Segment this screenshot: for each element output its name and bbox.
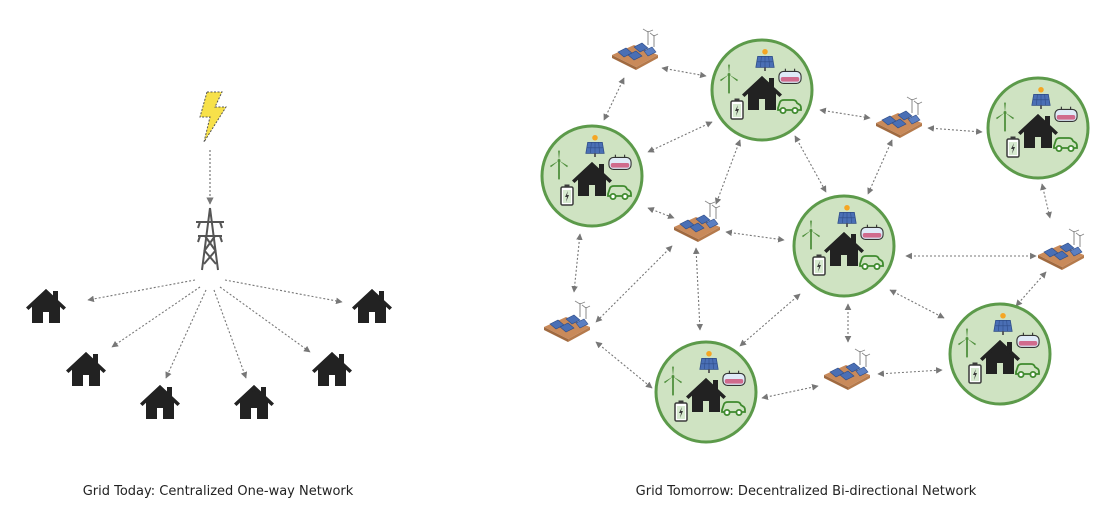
house-icon [234, 385, 274, 419]
link-arrow [661, 65, 707, 79]
link-arrow [739, 293, 801, 347]
link-arrow [927, 125, 983, 135]
link-arrow [867, 139, 893, 195]
link-arrow [877, 367, 943, 377]
solar-farm-icon [1037, 228, 1085, 270]
delivery-arrow [224, 279, 343, 305]
house-icon [352, 289, 392, 323]
link-arrow [1040, 183, 1052, 219]
link-arrow [794, 135, 827, 193]
link-arrow [647, 121, 713, 153]
house-icon [312, 352, 352, 386]
delivery-arrow [219, 286, 311, 353]
delivery-arrow [87, 279, 196, 303]
link-arrow [819, 107, 871, 121]
prosumer-hub [988, 78, 1088, 178]
solar-farm-icon [673, 200, 721, 242]
caption-grid-tomorrow: Grid Tomorrow: Decentralized Bi-directio… [635, 484, 977, 499]
link-arrow [761, 384, 819, 400]
house-icon [140, 385, 180, 419]
link-arrow [725, 229, 785, 243]
prosumer-hub [950, 304, 1050, 404]
link-arrow [571, 233, 583, 293]
house-icon [26, 289, 66, 323]
solar-farm-icon [875, 96, 923, 138]
transmission-tower-icon [196, 207, 224, 271]
link-arrow [595, 341, 653, 389]
link-arrow [692, 247, 704, 331]
link-arrow [595, 245, 673, 323]
delivery-arrow [111, 286, 201, 348]
link-arrow [714, 139, 742, 205]
link-arrow [603, 77, 625, 121]
link-arrow [1015, 271, 1047, 307]
link-arrow [647, 207, 675, 219]
prosumer-hub [712, 40, 812, 140]
solar-farm-icon [611, 28, 659, 70]
prosumer-hub [542, 126, 642, 226]
solar-farm-icon [823, 348, 871, 390]
delivery-arrow [165, 289, 207, 379]
caption-grid-today: Grid Today: Centralized One-way Network [82, 484, 354, 499]
solar-farm-icon [543, 300, 591, 342]
decentralized-network [542, 28, 1088, 442]
prosumer-hub [656, 342, 756, 442]
link-arrow [889, 289, 945, 319]
prosumer-hub [794, 196, 894, 296]
centralized-network [26, 91, 392, 419]
house-icon [66, 352, 106, 386]
lightning-icon [199, 91, 227, 143]
delivery-arrow [213, 289, 248, 379]
